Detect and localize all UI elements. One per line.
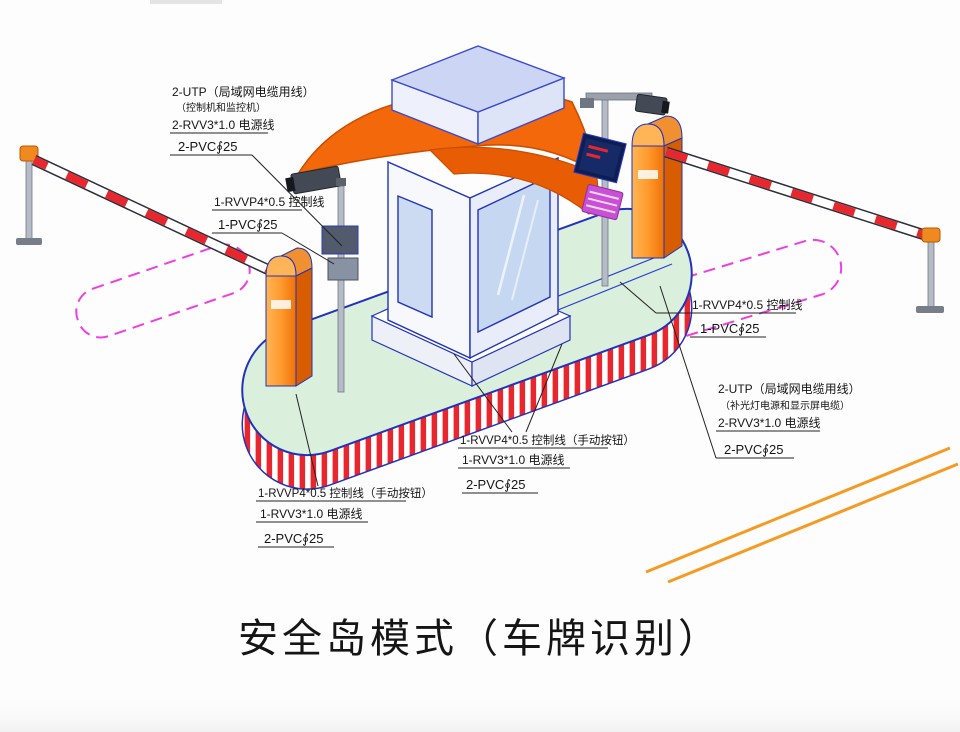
camera-pole-right xyxy=(573,92,670,287)
annotation-line: 1-PVC∮25 xyxy=(700,321,760,336)
leader-line xyxy=(659,285,717,459)
diagram-title: 安全岛模式（车牌识别） xyxy=(238,617,722,661)
cabinet-front xyxy=(631,145,665,259)
annotation-line: 2-RVV3*1.0 电源线 xyxy=(718,416,821,430)
arm-stripes xyxy=(664,148,936,242)
annotation-line: 1-RVV3*1.0 电源线 xyxy=(462,453,565,467)
post-pole xyxy=(927,239,935,309)
post-pole xyxy=(25,157,33,241)
barrier-post-right xyxy=(916,227,944,313)
annotation-line: 2-PVC∮25 xyxy=(264,531,324,546)
roof-top-face xyxy=(390,45,566,113)
leader-line xyxy=(525,343,563,433)
fill-light-panel xyxy=(581,184,624,221)
leader-line xyxy=(453,353,513,433)
detection-zone-left-outline xyxy=(75,243,251,339)
display-text-row xyxy=(586,152,601,159)
ground-cable-lines xyxy=(645,446,959,584)
barrier-arm-left xyxy=(31,155,289,283)
annotation-line: 1-PVC∮25 xyxy=(218,217,278,232)
panel-slat xyxy=(589,190,619,200)
display-text-row xyxy=(588,144,609,153)
annotation-line: 1-RVV3*1.0 电源线 xyxy=(260,507,363,521)
annotation-line: （补光灯电源和显示屏电缆） xyxy=(720,399,850,412)
photo-artifact xyxy=(150,0,222,4)
arm-stripes xyxy=(32,156,288,282)
annotations: 2-UTP（局域网电缆用线） （控制机和监控机） 2-RVV3*1.0 电源线 … xyxy=(172,85,861,546)
panel-slat xyxy=(587,197,618,207)
leader-line xyxy=(619,281,657,314)
post-base xyxy=(916,306,944,313)
barrier-cabinet-right xyxy=(631,115,683,259)
detection-zone-left xyxy=(75,243,251,339)
camera-lens xyxy=(661,100,670,114)
annotation-line: 1-RVVP4*0.5 控制线 xyxy=(214,195,325,209)
barrier-gate-right xyxy=(631,115,944,313)
leader-line xyxy=(295,393,319,487)
booth-left-window xyxy=(397,194,433,319)
canopy-flap xyxy=(428,146,599,215)
led-display xyxy=(573,132,627,184)
barrier-gate-left xyxy=(16,145,313,387)
post-base xyxy=(16,238,42,245)
barrier-post-left xyxy=(16,145,42,245)
leader-line xyxy=(251,154,343,247)
post-cap xyxy=(19,145,39,162)
cabinet-side xyxy=(295,267,313,387)
annotation-line: 2-UTP（局域网电缆用线） xyxy=(718,382,861,396)
cabinet-cap xyxy=(631,123,665,147)
annotation-line: 1-RVVP4*0.5 控制线（手动按钮） xyxy=(460,433,635,447)
annotation-line: （控制机和监控机） xyxy=(176,101,266,114)
cabinet-label xyxy=(638,170,658,179)
annotation-line: 2-PVC∮25 xyxy=(724,442,784,457)
panel-slat xyxy=(585,204,616,214)
window-glare xyxy=(511,199,539,301)
cabinet-front xyxy=(265,275,297,387)
annotation-line: 2-RVV3*1.0 电源线 xyxy=(172,118,275,132)
cctv-camera-left xyxy=(285,165,342,195)
post-cap xyxy=(921,227,941,243)
annotation-line: 1-RVVP4*0.5 控制线 xyxy=(692,298,803,312)
barrier-cabinet-left xyxy=(265,247,313,387)
leader-line xyxy=(281,232,335,265)
guard-booth xyxy=(387,156,559,360)
camera-mount xyxy=(336,178,346,186)
annotation-line: 1-RVVP4*0.5 控制线（手动按钮） xyxy=(258,486,433,500)
booth-right-window xyxy=(477,174,551,334)
camera-lens xyxy=(285,176,296,193)
junction-box xyxy=(580,98,594,108)
cabinet-cap xyxy=(265,255,297,277)
barrier-arm-right xyxy=(664,146,936,244)
control-box-lower xyxy=(327,257,359,281)
booth-roof xyxy=(390,45,566,146)
annotation-line: 2-PVC∮25 xyxy=(178,139,238,154)
camera-body xyxy=(290,165,342,195)
photo-vignette xyxy=(0,694,960,732)
cabinet-label xyxy=(271,300,291,309)
pole xyxy=(337,185,345,393)
annotation-line: 2-UTP（局域网电缆用线） xyxy=(172,85,315,99)
leader-lines xyxy=(170,132,820,548)
cctv-camera-right xyxy=(634,93,670,116)
cable-line xyxy=(667,462,959,584)
camera-pole-left xyxy=(285,165,359,393)
annotation-line: 2-PVC∮25 xyxy=(466,477,526,492)
cable-line xyxy=(645,446,951,574)
window-glare xyxy=(496,194,526,296)
control-box-upper xyxy=(321,225,359,255)
